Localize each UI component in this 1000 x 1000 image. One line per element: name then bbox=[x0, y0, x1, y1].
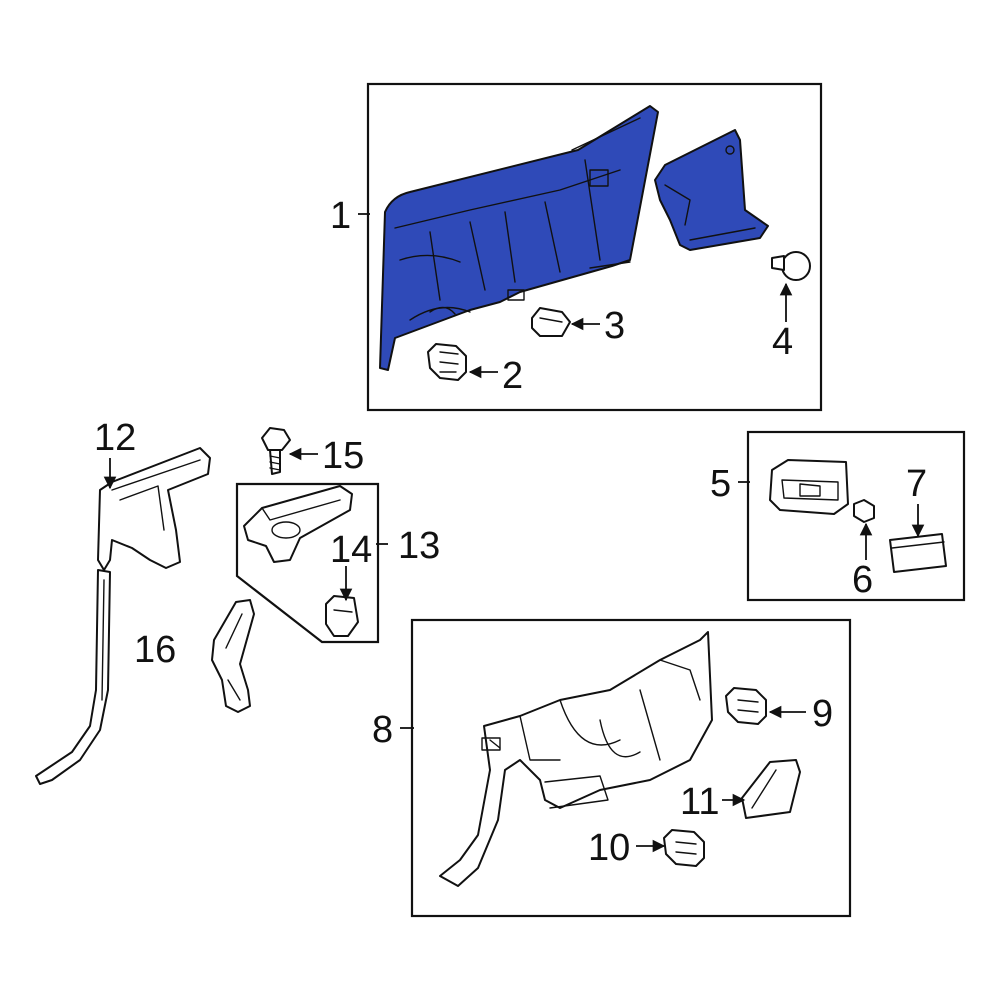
callout-3: 3 bbox=[604, 305, 625, 347]
callout-9: 9 bbox=[812, 693, 833, 735]
retainer-3[interactable] bbox=[531, 307, 571, 337]
callout-8: 8 bbox=[372, 709, 393, 751]
callout-7: 7 bbox=[906, 463, 927, 505]
lens-7[interactable] bbox=[889, 533, 947, 573]
lower-quarter-trim-panel-8[interactable] bbox=[439, 631, 713, 887]
callout-12: 12 bbox=[94, 417, 136, 459]
clip-14[interactable] bbox=[325, 595, 359, 637]
group-box-handle bbox=[235, 482, 380, 644]
group-box-upper-trim bbox=[366, 82, 823, 412]
switch-housing-5[interactable] bbox=[769, 459, 849, 515]
callout-15: 15 bbox=[322, 435, 364, 477]
bulb-6[interactable] bbox=[853, 499, 875, 523]
callout-14: 14 bbox=[330, 529, 372, 571]
callout-13: 13 bbox=[398, 525, 440, 567]
bolt-15[interactable] bbox=[261, 427, 291, 475]
upper-quarter-trim-panel[interactable] bbox=[379, 105, 659, 371]
upper-trim-side-piece[interactable] bbox=[654, 129, 769, 251]
callout-10: 10 bbox=[588, 827, 630, 869]
bracket-16[interactable] bbox=[211, 599, 255, 713]
push-clip-9[interactable] bbox=[725, 687, 767, 725]
callout-2: 2 bbox=[502, 355, 523, 397]
callout-labels: 1 2 3 4 5 6 7 8 9 10 11 12 13 14 15 16 bbox=[94, 195, 927, 869]
push-clip-10[interactable] bbox=[663, 829, 705, 867]
leader-lines bbox=[103, 213, 925, 853]
push-clip-2[interactable] bbox=[427, 343, 467, 381]
callout-1: 1 bbox=[330, 195, 351, 237]
callout-16: 16 bbox=[134, 629, 176, 671]
pillar-trim-weatherstrip-12[interactable] bbox=[35, 447, 211, 785]
callout-4: 4 bbox=[772, 321, 793, 363]
push-pin-4[interactable] bbox=[771, 251, 811, 281]
callout-6: 6 bbox=[852, 559, 873, 601]
assist-handle-13[interactable] bbox=[243, 485, 353, 563]
callout-5: 5 bbox=[710, 463, 731, 505]
callout-11: 11 bbox=[680, 781, 719, 823]
group-box-switch bbox=[746, 430, 966, 602]
group-box-lower-trim bbox=[410, 618, 852, 918]
cover-11[interactable] bbox=[741, 759, 801, 819]
